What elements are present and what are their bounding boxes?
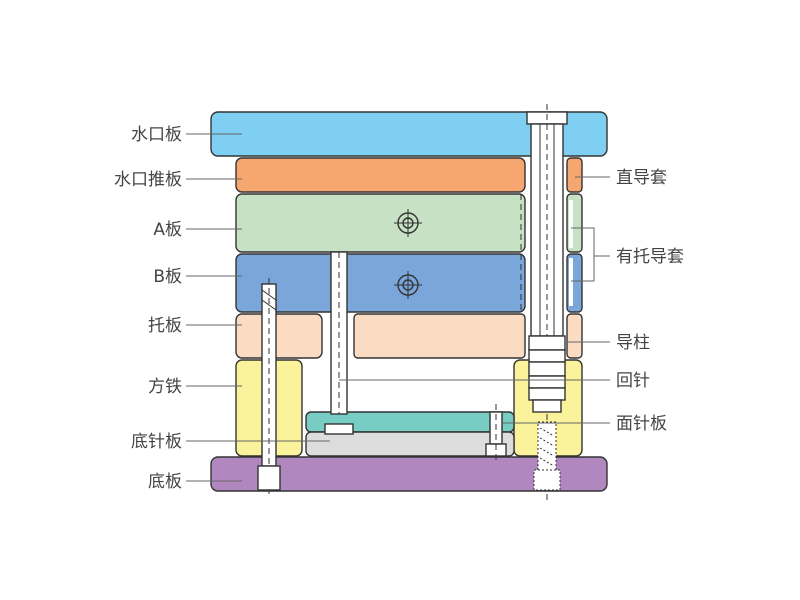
leader-flanged-bracket bbox=[571, 227, 595, 282]
label-stripper-plate: 水口推板 bbox=[114, 170, 182, 190]
label-ejector-plate: 面针板 bbox=[616, 414, 667, 434]
support-plate-center bbox=[353, 313, 526, 359]
support-plate-right-segment bbox=[566, 313, 583, 359]
label-sprue-plate: 水口板 bbox=[131, 125, 182, 145]
bottom-plate bbox=[210, 456, 608, 492]
ejector-retainer-plate bbox=[305, 431, 515, 457]
label-b-plate: B板 bbox=[153, 267, 182, 287]
b-plate-screw-hole bbox=[394, 271, 422, 299]
flanged-bushing-b bbox=[569, 258, 573, 306]
label-return-pin: 回针 bbox=[616, 371, 650, 391]
a-plate-screw-hole bbox=[394, 209, 422, 237]
label-guide-pillar: 导柱 bbox=[616, 333, 650, 353]
guide-pillar-assembly bbox=[526, 104, 568, 500]
label-support-plate: 托板 bbox=[148, 316, 182, 336]
clamping-screw-left bbox=[257, 278, 281, 498]
label-bottom-plate: 底板 bbox=[148, 472, 182, 492]
support-plate-left bbox=[235, 313, 323, 359]
return-pin bbox=[324, 251, 354, 435]
ejector-plate-screw bbox=[485, 404, 507, 460]
label-flanged-bushing: 有托导套 bbox=[616, 247, 684, 267]
label-a-plate: A板 bbox=[153, 220, 182, 240]
flanged-bushing-a bbox=[569, 200, 573, 248]
label-ejector-retainer-plate: 底针板 bbox=[131, 432, 182, 452]
label-straight-bushing: 直导套 bbox=[616, 168, 667, 188]
stripper-plate-right-segment bbox=[566, 157, 583, 193]
b-plate bbox=[235, 253, 526, 313]
label-spacer-block: 方铁 bbox=[148, 377, 182, 397]
stripper-plate bbox=[235, 157, 526, 193]
a-plate bbox=[235, 193, 526, 253]
